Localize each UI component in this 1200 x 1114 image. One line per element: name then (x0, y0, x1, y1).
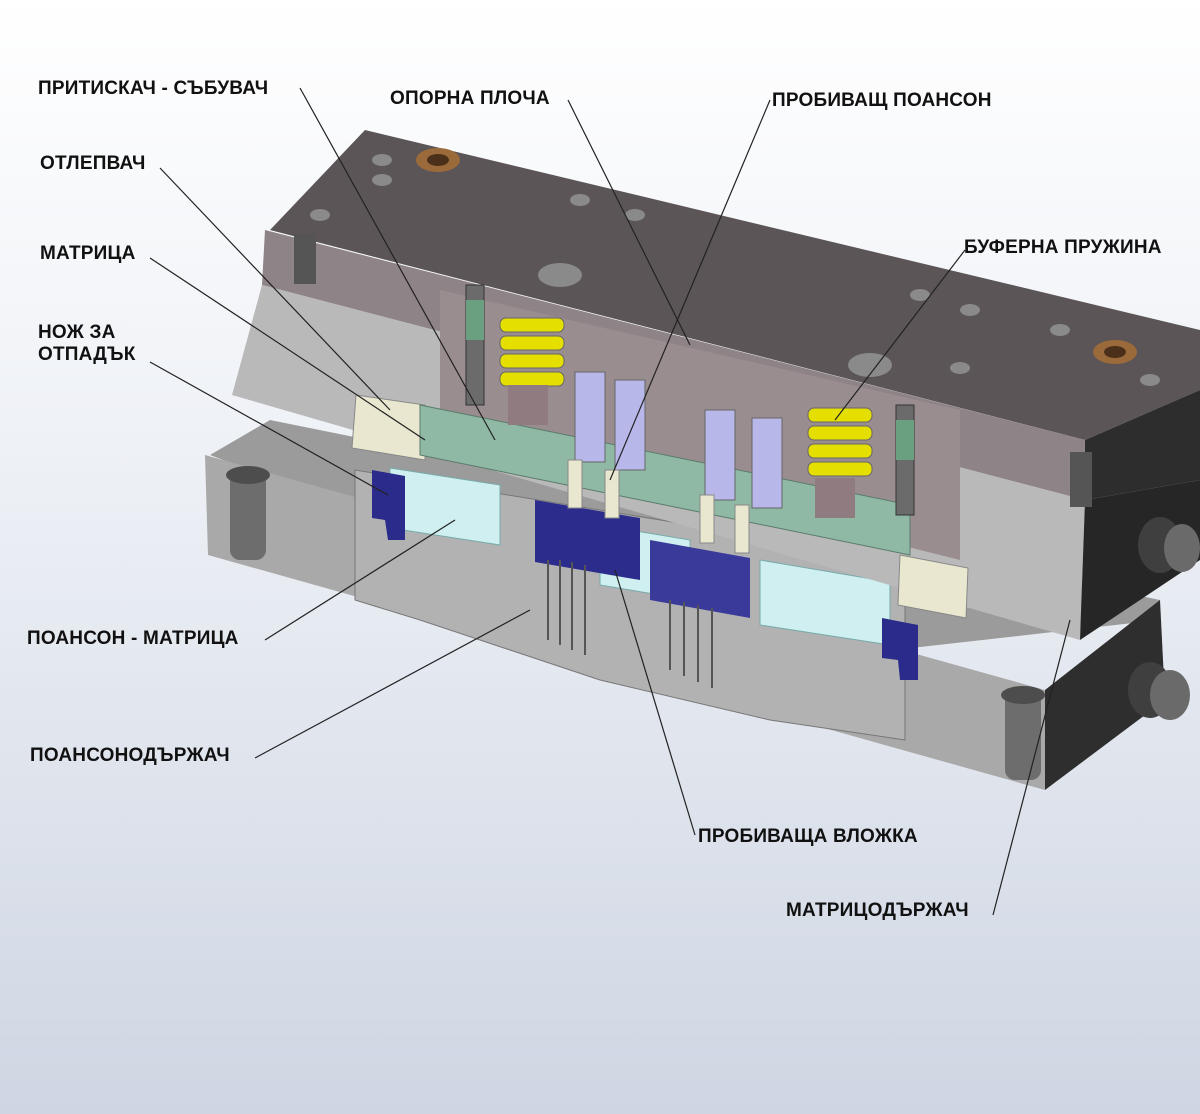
top-plate-side (1085, 390, 1200, 500)
stripper-block-side (1080, 480, 1200, 640)
leader-otlepvach (159, 167, 391, 411)
leader-pritiskach (299, 87, 496, 441)
stripper-plate-left (351, 394, 426, 461)
bronze-bushing-right (1093, 340, 1137, 364)
upper-guide-pillar-right (1070, 452, 1092, 507)
punch-tips (567, 459, 750, 554)
label-matrica: МАТРИЦА (40, 243, 136, 264)
piercing-punch-left (574, 371, 646, 471)
guide-pillar-right (1005, 690, 1041, 780)
spring-guide-right (815, 478, 855, 518)
leader-lines (149, 87, 1071, 916)
label-poanson-matrica: ПОАНСОН - МАТРИЦА (27, 628, 239, 649)
label-matricoderzhach: МАТРИЦОДЪРЖАЧ (786, 900, 969, 921)
label-nozh-za-otpadak: НОЖ ЗА ОТПАДЪК (38, 322, 168, 366)
punch-slots (547, 560, 713, 688)
spring-guide-left (508, 385, 548, 425)
label-pritiskach-subuvach: ПРИТИСКАЧ - СЪБУВАЧ (38, 78, 269, 99)
buffer-spring-right (807, 407, 873, 477)
leader-matrica (149, 257, 426, 441)
leader-matricoderzhach (992, 619, 1071, 916)
stripper-plate-right (897, 554, 969, 619)
leader-poanson-matrica (264, 519, 456, 641)
bronze-bushing-left (416, 148, 460, 172)
piercing-punch-right (704, 409, 783, 509)
upper-guide-pillar-left (294, 234, 316, 284)
leader-poansonoderzhach (254, 609, 531, 759)
guide-pillar-right-top (1001, 686, 1045, 704)
leader-nozh (149, 361, 389, 496)
label-bufferna-pruzhina: БУФЕРНА ПРУЖИНА (964, 237, 1162, 258)
leader-bufferna (834, 249, 966, 421)
label-poansonoderzhach: ПОАНСОНОДЪРЖАЧ (30, 745, 230, 766)
scrap-knife-right (882, 618, 918, 680)
side-knob-upper (1138, 517, 1200, 573)
label-oporna-plocha: ОПОРНА ПЛОЧА (390, 88, 550, 109)
ejector-pin-right (895, 404, 915, 516)
scrap-knife-left (372, 470, 405, 540)
label-probivashta-vlozhka: ПРОБИВАЩА ВЛОЖКА (698, 826, 918, 847)
label-probivasht-poanson: ПРОБИВАЩ ПОАНСОН (772, 90, 992, 111)
upper-die (232, 130, 1200, 640)
label-otlepvach: ОТЛЕПВАЧ (40, 153, 146, 174)
ejector-pin-left (465, 284, 485, 406)
side-knob-lower (1128, 662, 1190, 720)
leader-oporna (567, 99, 691, 346)
die-plate-green (419, 404, 911, 556)
guide-pillar-left-top (226, 466, 270, 484)
lower-block-side (1045, 600, 1165, 790)
punching-insert-2 (650, 540, 750, 618)
guide-pillar-left (230, 470, 266, 560)
leader-probivashta-vlozhka (614, 569, 696, 836)
label-nozh-line2: ОТПАДЪК (38, 344, 136, 365)
punching-insert (535, 500, 640, 580)
top-plate-surface (270, 130, 1200, 440)
leader-probivasht (609, 99, 771, 481)
buffer-spring-left (499, 317, 565, 387)
label-nozh-line1: НОЖ ЗА (38, 322, 116, 343)
